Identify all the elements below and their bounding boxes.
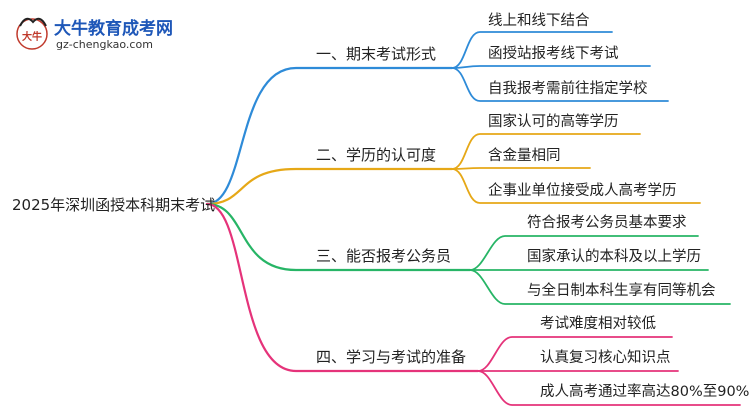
branch-label: 三、能否报考公务员 <box>316 247 451 265</box>
leaf-label: 含金量相同 <box>488 147 561 164</box>
leaf-connector <box>451 168 701 204</box>
branch-3: 三、能否报考公务员 符合报考公务员基本要求 国家承认的本科及以上学历 与全日制本… <box>316 214 716 299</box>
branch-2: 二、学历的认可度 国家认可的高等学历 含金量相同 企事业单位接受成人高考学历 <box>316 112 677 199</box>
branch-connector <box>205 66 454 206</box>
logo-url: gz-chengkao.com <box>56 38 153 51</box>
branch-connector <box>205 167 454 206</box>
leaf-label: 自我报考需前往指定学校 <box>488 80 648 97</box>
root-topic: 2025年深圳函授本科期末考试 <box>12 196 215 214</box>
leaf-connector <box>451 67 669 102</box>
leaf-label: 函授站报考线下考试 <box>488 45 619 62</box>
logo-name: 大牛教育成考网 <box>54 18 173 39</box>
branch-connector <box>205 202 480 373</box>
leaf-connector <box>451 31 613 69</box>
leaf-label: 线上和线下结合 <box>488 12 590 29</box>
leaf-label: 认真复习核心知识点 <box>540 348 671 366</box>
leaf-label: 国家认可的高等学历 <box>488 112 619 130</box>
leaf-connector <box>469 235 699 271</box>
leaf-connector <box>477 336 673 372</box>
branch-1: 一、期末考试形式 线上和线下结合 函授站报考线下考试 自我报考需前往指定学校 <box>316 12 648 97</box>
branch-label: 一、期末考试形式 <box>316 45 436 63</box>
branch-connector <box>205 202 472 272</box>
leaf-connector <box>451 167 591 170</box>
leaf-label: 成人高考通过率高达80%至90% <box>540 383 749 400</box>
branch-label: 二、学历的认可度 <box>316 146 436 164</box>
leaf-connector <box>451 65 651 69</box>
branch-4: 四、学习与考试的准备 考试难度相对较低 认真复习核心知识点 成人高考通过率高达8… <box>316 314 749 400</box>
leaf-connector <box>477 370 741 406</box>
leaf-connector <box>451 133 641 170</box>
branch-label: 四、学习与考试的准备 <box>316 348 466 366</box>
leaf-label: 国家承认的本科及以上学历 <box>527 248 701 265</box>
connector-lines <box>205 31 741 406</box>
leaf-label: 与全日制本科生享有同等机会 <box>527 281 716 299</box>
logo-mark: 大牛 <box>22 30 42 43</box>
leaf-label: 考试难度相对较低 <box>540 314 656 332</box>
leaf-label: 企事业单位接受成人高考学历 <box>488 181 677 199</box>
bull-logo-icon: 大牛 <box>16 17 48 50</box>
leaf-connector <box>469 269 731 305</box>
logo: 大牛 大牛教育成考网 gz-chengkao.com <box>16 17 173 51</box>
leaf-label: 符合报考公务员基本要求 <box>527 214 687 231</box>
